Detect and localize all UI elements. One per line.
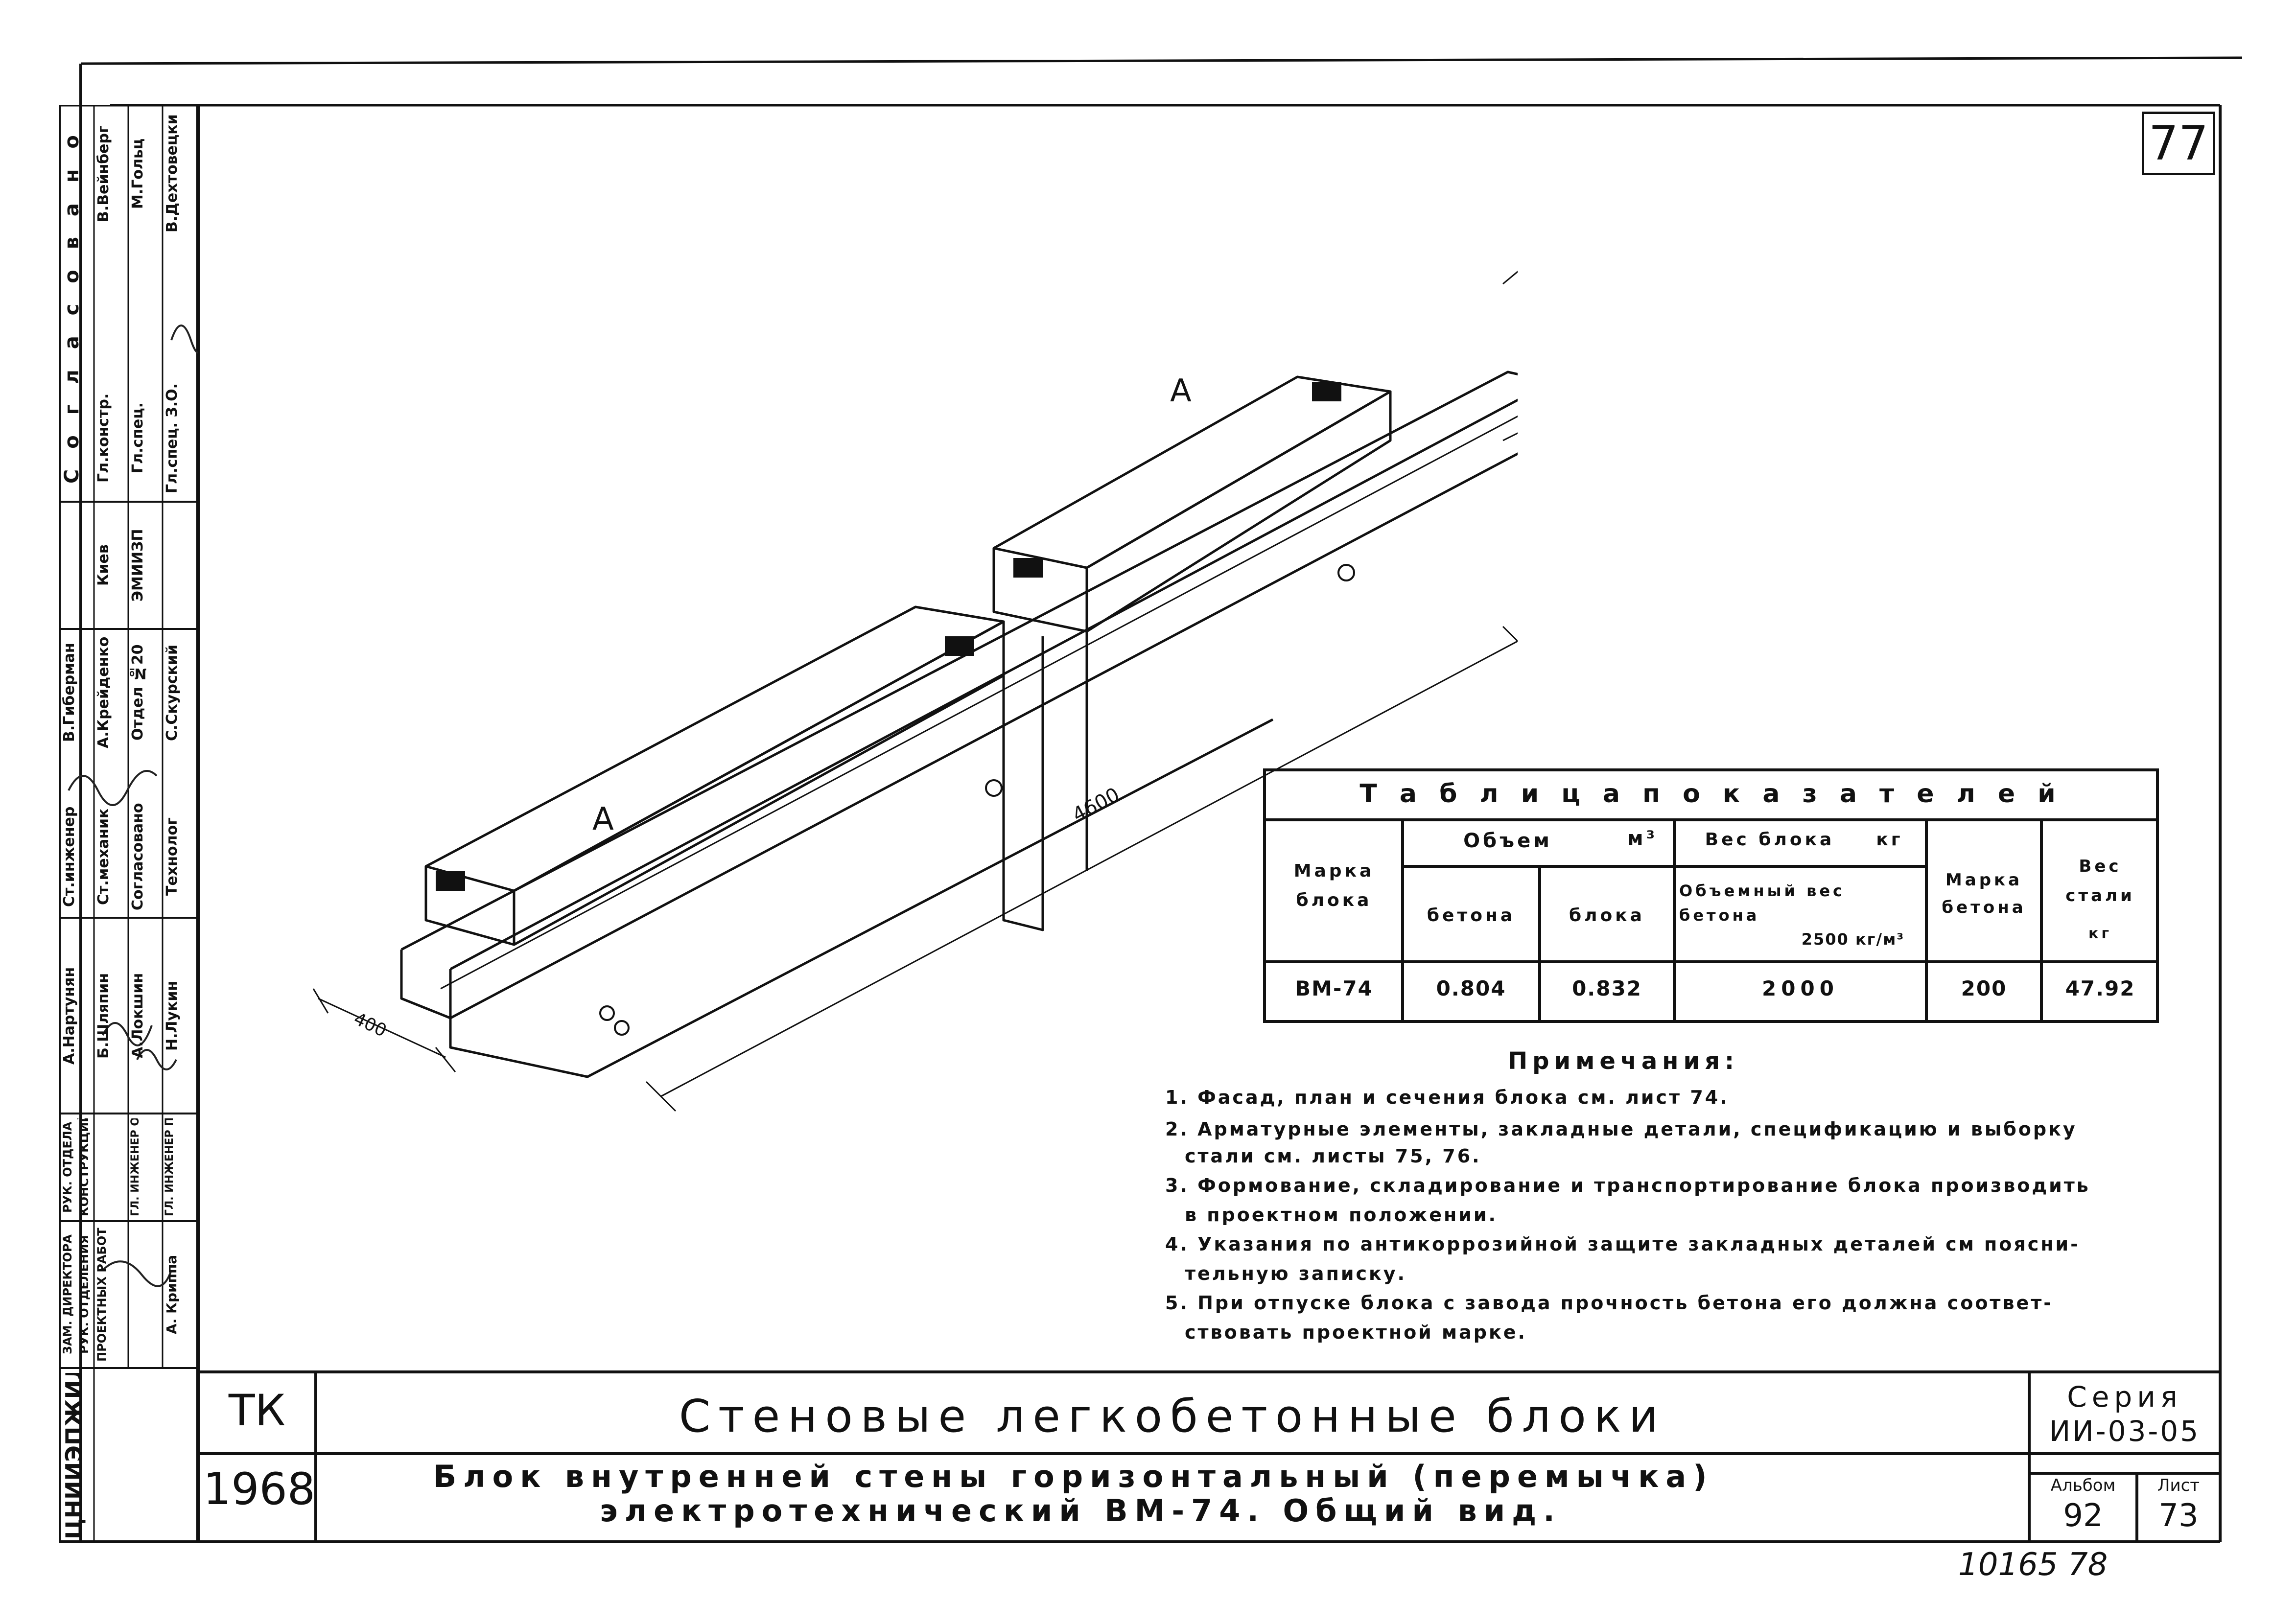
header-block: блока: [1569, 905, 1645, 926]
stamp-cell-10: А.Локшин: [129, 973, 146, 1059]
right-block-side: [1086, 390, 1392, 633]
header-density: Объемный вес бетона: [1679, 882, 1845, 925]
series-label: Серия: [2067, 1380, 2182, 1414]
stamp-cell-26: М.Гольц: [129, 138, 146, 209]
indicators-table-title: Т а б л и ц а п о к а з а т е л е й: [1359, 779, 2062, 809]
stamp-cell-0: ЗАМ. ДИРЕКТОРА: [61, 1234, 74, 1355]
note-line-1: 1. Фасад, план и сечения блока см. лист …: [1165, 1087, 1729, 1108]
row-concrete-volume: 0.804: [1436, 976, 1506, 1000]
row-concrete-mark: 200: [1961, 976, 2007, 1000]
row-mark: ВМ-74: [1295, 976, 1373, 1000]
stamp-cell-15: Технолог: [164, 817, 181, 896]
note-line-8: 5. При отпуске блока с завода прочность …: [1165, 1292, 2054, 1314]
note-line-5: в проектном положении.: [1185, 1204, 1498, 1226]
stamp-cell-21: ЭМИИЗП: [129, 529, 146, 602]
header-weight-unit: кг: [1876, 830, 1903, 850]
stamp-agreed-title: С о г л а с о в а н о: [61, 128, 83, 484]
note-line-4: 3. Формование, складирование и транспорт…: [1165, 1175, 2090, 1196]
stamp-cell-1: РУК. ОТДЕЛЕНИЯ: [77, 1235, 91, 1354]
header-weight: Вес блока: [1705, 830, 1835, 850]
sheet-number: 77: [2148, 116, 2209, 171]
stamp-cell-18: Отдел №20: [129, 644, 146, 741]
stamp-cell-14: Согласовано: [129, 803, 146, 910]
stamp-cell-17: А.Крейденко: [95, 636, 112, 749]
section-label-a1: А: [592, 801, 614, 837]
stamp-cell-16: В.Гиберман: [61, 643, 78, 742]
stamp-cell-25: В.Вейнберг: [95, 125, 112, 222]
row-steel: 47.92: [2065, 976, 2135, 1000]
row-block-volume: 0.832: [1572, 976, 1642, 1000]
right-block-top: [992, 375, 1392, 569]
base-lower: [449, 718, 1274, 1078]
title-block: ТК 1968 Стеновые легкобетонные блоки Бло…: [198, 1370, 2220, 1542]
header-mark: Марка блока: [1293, 861, 1375, 910]
stamp-cell-2: ПРОЕКТНЫХ РАБОТ: [95, 1228, 109, 1362]
stamp-cell-6: ГЛ. ИНЖЕНЕР ОТДЕЛА: [129, 1118, 141, 1216]
header-volume-unit: м³: [1627, 827, 1658, 850]
subtitle-line-1: Блок внутренней стены горизонтальный (пе…: [433, 1459, 1714, 1494]
stamp-cell-7: ГЛ. ИНЖЕНЕР ПРОЕКТА: [164, 1118, 176, 1216]
stamp-institute: ЦНИИЭПЖИЛИЩА: [61, 1373, 87, 1539]
header-volume: Объем: [1463, 830, 1552, 852]
notes-title: Примечания:: [1508, 1047, 1739, 1075]
stamp-cell-27: В.Дехтовецкий: [164, 115, 181, 232]
header-steel: Вес стали: [2065, 857, 2135, 905]
note-line-3: стали см. листы 75, 76.: [1185, 1145, 1481, 1167]
stamp-cell-12: Ст.инженер: [61, 806, 78, 907]
left-block-front: [424, 866, 516, 946]
title-block-grid: [198, 1370, 2220, 1542]
sheet-label: Лист: [2157, 1476, 2200, 1495]
stamp-cell-8: А.Нартунян: [61, 967, 78, 1065]
section-label-a2: А: [1170, 373, 1192, 409]
base-beam-front: [400, 950, 452, 1020]
dim-length: 4600: [1069, 783, 1123, 826]
org-code: ТК: [228, 1385, 286, 1436]
stamp-cell-11: Н.Лукин: [164, 980, 181, 1051]
note-line-7: тельную записку.: [1185, 1263, 1406, 1284]
stamp-cell-22: Гл.констр.: [95, 393, 112, 483]
stamp-cell-19: С.Скурский: [164, 644, 181, 741]
note-line-6: 4. Указания по антикоррозийной защите за…: [1165, 1233, 2080, 1255]
album-value: 92: [2063, 1498, 2103, 1534]
base-groove: [440, 415, 1518, 990]
series-value: ИИ-03-05: [2049, 1415, 2201, 1448]
indicators-table: Т а б л и ц а п о к а з а т е л е й Марк…: [1263, 768, 2159, 1023]
archive-number: 10165 78: [1958, 1547, 2108, 1583]
stamp-grid: [59, 105, 198, 1542]
stamp-cell-3: А. Криппа: [164, 1254, 180, 1335]
header-density-value: 2500 кг/м³: [1801, 930, 1905, 949]
year: 1968: [203, 1463, 316, 1515]
sheet-number-box: 77: [2142, 112, 2215, 175]
sheet-value: 73: [2158, 1498, 2199, 1534]
header-concrete: бетона: [1427, 905, 1516, 926]
stamp-cell-23: Гл.спец.: [129, 402, 146, 474]
block-isometric-drawing: 4600 400 580 А А: [312, 271, 1518, 1112]
stamp-cell-4: РУК. ОТДЕЛА: [61, 1121, 74, 1213]
stamp-cell-24: Гл.спец. З.О.: [164, 383, 181, 493]
right-block-front: [992, 548, 1088, 633]
header-steel-unit: кг: [2088, 925, 2112, 942]
subtitle-line-2: электротехнический ВМ-74. Общий вид.: [600, 1493, 1562, 1529]
stamp-cell-5: КОНСТРУКЦИЙ: [77, 1118, 91, 1216]
dim-width: 400: [351, 1009, 390, 1041]
left-block-top: [424, 605, 1005, 892]
stamp-cell-20: Киев: [95, 544, 112, 586]
album-label: Альбом: [2050, 1476, 2116, 1495]
header-concrete-mark: Марка бетона: [1942, 870, 2026, 917]
base-beam-side: [449, 452, 1518, 1020]
note-line-9: ствовать проектной марке.: [1185, 1322, 1527, 1343]
stamp-cell-9: Б.Шляпин: [95, 973, 112, 1059]
stamp-cell-13: Ст.механик: [95, 808, 112, 905]
base-beam-top: [400, 371, 1518, 971]
main-title: Стеновые легкобетонные блоки: [679, 1390, 1666, 1442]
note-line-2: 2. Арматурные элементы, закладные детали…: [1165, 1118, 2077, 1140]
indicators-table-grid: [1263, 768, 2159, 1023]
row-weight: 2000: [1762, 976, 1839, 1000]
approval-stamp: С о г л а с о в а н о ЦНИИЭПЖИЛИЩА ЗАМ. …: [59, 105, 198, 1542]
